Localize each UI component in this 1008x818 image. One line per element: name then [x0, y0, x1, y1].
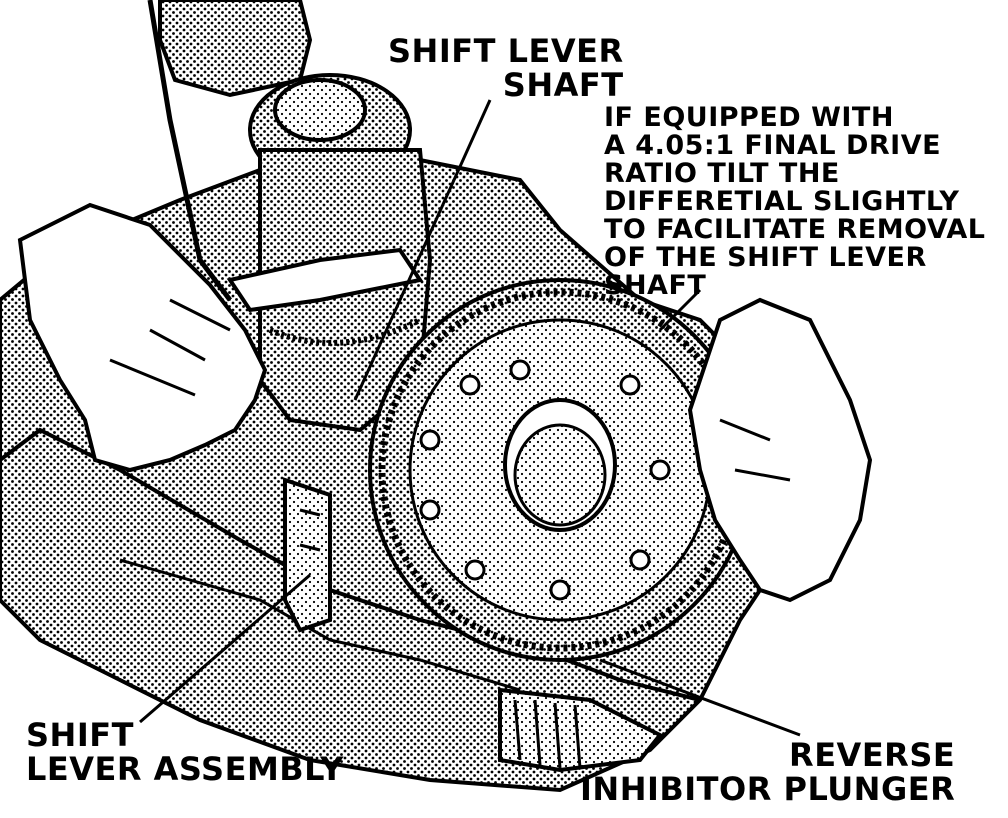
left-hand-fingers [109, 298, 231, 397]
leader-shift-lever-shaft [353, 99, 492, 401]
bolt-hole [649, 459, 671, 481]
bolt-hole [619, 374, 641, 396]
bolt-hole [459, 374, 481, 396]
shift-fork [226, 247, 424, 313]
label-shift-lever-assembly: SHIFT LEVER ASSEMBLY [26, 716, 344, 788]
top-gear [158, 0, 313, 98]
bolt-hole [464, 559, 486, 581]
label-reverse-inhibitor-plunger: REVERSE INHIBITOR PLUNGER [580, 736, 956, 808]
right-hand [687, 297, 873, 603]
right-hand-fingers [719, 418, 791, 482]
leader-shift-lever-assembly [139, 573, 311, 724]
shift-lever-body [283, 477, 332, 633]
label-shift-lever-shaft: SHIFT LEVER SHAFT [388, 32, 624, 104]
shift-lever-detail [299, 508, 321, 552]
side-gear-splines [513, 423, 607, 527]
bolt-hole [549, 579, 571, 601]
label-differential-note: IF EQUIPPED WITH A 4.05:1 FINAL DRIVE RA… [604, 102, 986, 301]
left-hand [17, 202, 268, 473]
bolt-hole [419, 499, 441, 521]
upper-gear-hub [273, 78, 367, 142]
plunger-threads [513, 699, 582, 769]
leader-reverse-inhibitor-plunger [599, 658, 801, 737]
case-rib [119, 558, 521, 692]
cluster-gear-teeth [268, 317, 422, 346]
bolt-hole [509, 359, 531, 381]
gear-shaft [147, 0, 232, 302]
bolt-hole [419, 429, 441, 451]
leader-note [658, 288, 702, 332]
bolt-hole [629, 549, 651, 571]
